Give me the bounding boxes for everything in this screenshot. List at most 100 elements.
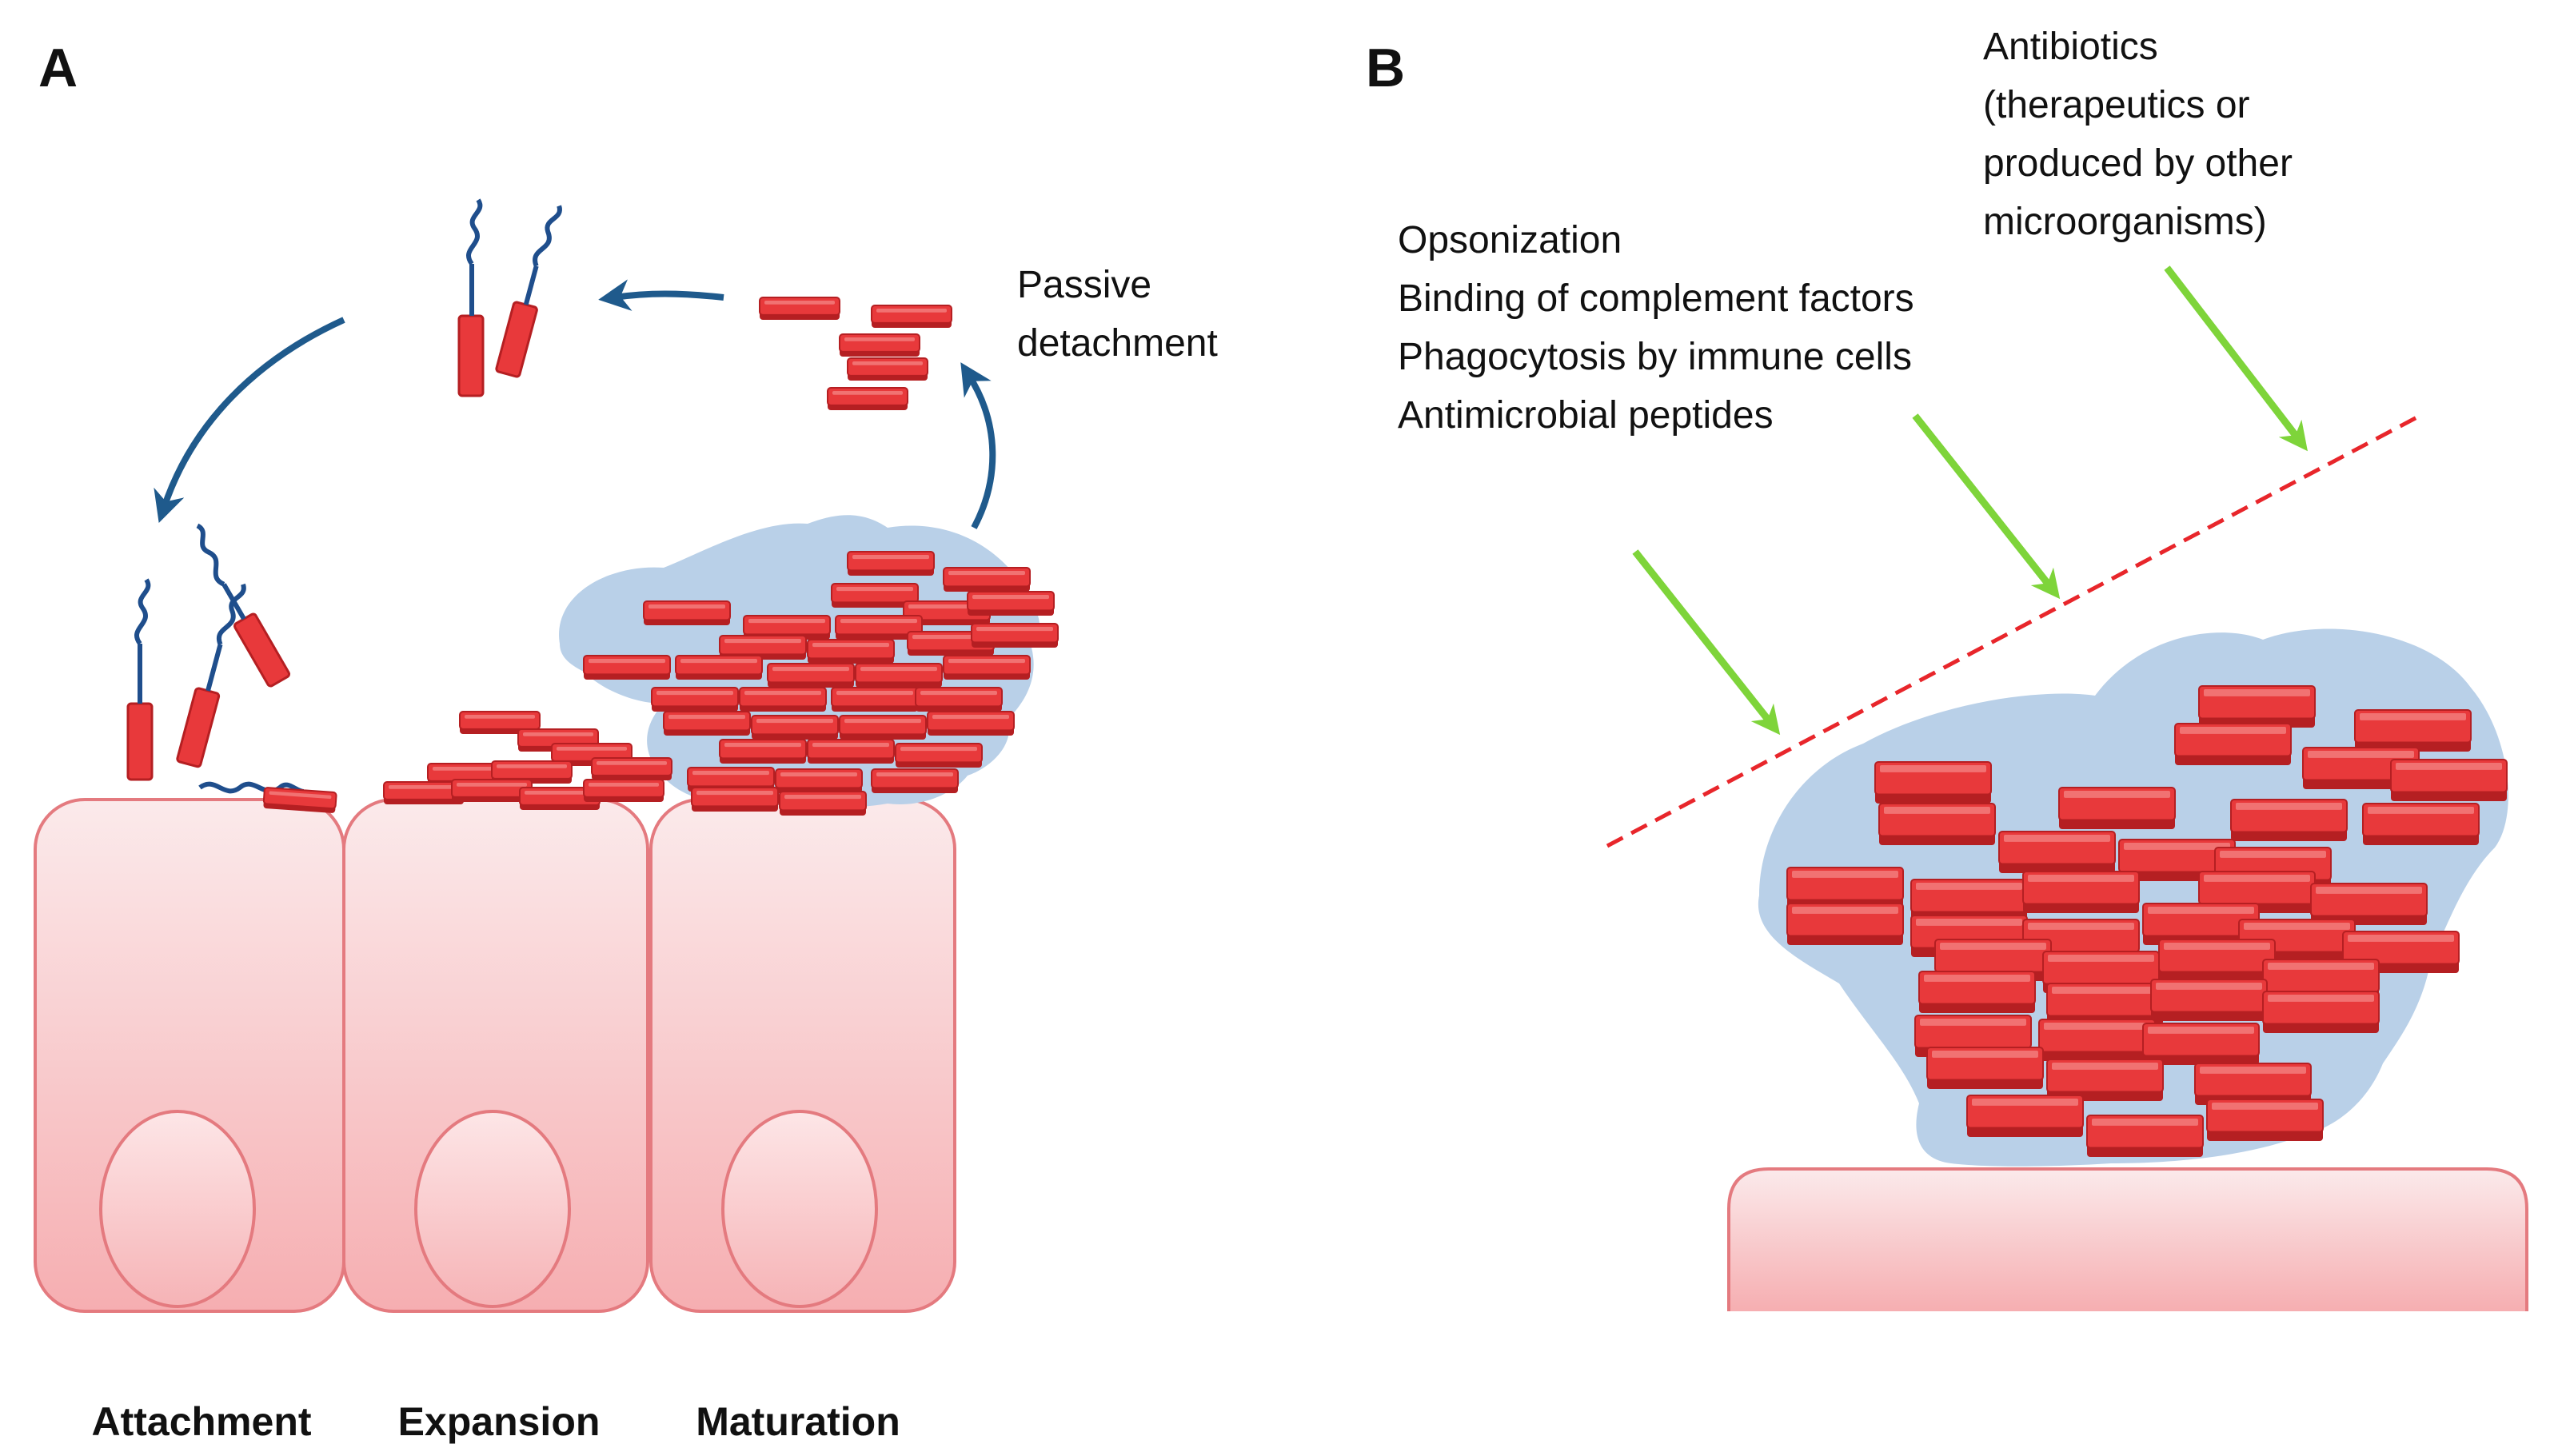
bacterium [839, 333, 920, 357]
bacterium [2142, 1023, 2260, 1065]
bacterium [1966, 1095, 2084, 1137]
bacterium [1874, 761, 1992, 804]
host-cell-attachment [34, 798, 345, 1313]
bacterium [779, 791, 867, 816]
panel-a: A [34, 38, 1218, 1444]
bacterium [2150, 979, 2268, 1021]
bacterium [835, 615, 923, 640]
appendage [198, 781, 305, 794]
bacterium [2206, 1099, 2324, 1141]
bacterium [1998, 831, 2116, 873]
substratum-cell [1727, 1167, 2528, 1311]
planktonic-cell [176, 583, 246, 768]
bacterium [967, 591, 1055, 616]
passive-detachment-label-1: Passive [1017, 264, 1151, 306]
bacterium [1926, 1047, 2044, 1089]
bacterium [719, 739, 807, 764]
bacterium [2086, 1115, 2204, 1157]
nucleus [99, 1110, 256, 1308]
planktonic-cell [457, 198, 485, 397]
bacterium [2046, 1059, 2164, 1101]
bacterium [451, 779, 533, 802]
stage-label-attachment: Attachment [91, 1399, 311, 1444]
host-cell-maturation [649, 798, 956, 1313]
bacterium [839, 715, 927, 740]
antibiotics-label-4: microorganisms) [1983, 201, 2267, 243]
host-defense-peptides: Antimicrobial peptides [1398, 394, 1774, 437]
bacterium [2022, 871, 2140, 913]
bacteria-group-panel-b [1786, 685, 2508, 1157]
bacterium [2230, 799, 2348, 841]
antibiotics-label-2: (therapeutics or [1983, 84, 2250, 126]
barrier-line [1606, 412, 2424, 848]
cycle-arrow-detach [960, 362, 996, 529]
bacterium [2158, 939, 2276, 981]
bacterium [847, 357, 928, 381]
bacterium [1918, 971, 2036, 1013]
bacterium [643, 600, 731, 625]
antibiotics-label-1: Antibiotics [1983, 26, 2158, 68]
bacterium [767, 663, 855, 688]
planktonic-cell [495, 205, 562, 378]
bacterium [591, 757, 672, 780]
planktonic-cell [126, 578, 154, 781]
bacterium [2038, 1019, 2156, 1061]
stage-label-expansion: Expansion [398, 1399, 601, 1444]
bacterium [895, 743, 983, 768]
bacterium [807, 639, 895, 664]
bacterium [1910, 879, 2028, 921]
bacterium [2390, 759, 2508, 801]
passive-detachment-label-2: detachment [1017, 322, 1218, 365]
bacterium [2262, 991, 2380, 1033]
host-defense-opsonization: Opsonization [1398, 219, 1622, 261]
host-defense-phagocytosis: Phagocytosis by immune cells [1398, 336, 1912, 378]
bacterium [871, 305, 952, 328]
bacterium [663, 711, 751, 736]
bacterium [927, 711, 1015, 736]
bacterium [871, 768, 959, 793]
panel-b: B Opsonization Binding of complement fac… [1366, 26, 2528, 1311]
cycle-arrow-reattach [154, 317, 345, 523]
bacterium [2058, 787, 2176, 829]
bacterium [739, 687, 827, 712]
bacterium [2354, 709, 2472, 752]
bacterium [855, 663, 943, 688]
cycle-arrow-disperse [598, 279, 724, 311]
bacterium [2362, 803, 2480, 845]
host-cell-expansion [342, 798, 649, 1313]
bacterium [719, 635, 807, 660]
host-defense-arrow [1632, 549, 1781, 736]
bacterium [831, 687, 919, 712]
bacterium [827, 387, 908, 410]
bacterium [943, 655, 1031, 680]
bacterium [651, 687, 739, 712]
nucleus [414, 1110, 571, 1308]
bacterium [2046, 983, 2164, 1025]
bacterium [2142, 903, 2260, 945]
bacterium [383, 781, 465, 804]
bacterium [583, 779, 664, 802]
bacterium [775, 768, 863, 793]
antibiotics-label-3: produced by other [1983, 142, 2293, 185]
bacterium [2174, 723, 2292, 765]
bacterium [2194, 1063, 2312, 1105]
host-defense-arrow [1912, 413, 2061, 600]
bacterium [915, 687, 1003, 712]
bacterium [2310, 883, 2428, 925]
bacteria-group-panel-a [262, 297, 1059, 816]
antibiotics-arrow [2164, 265, 2308, 452]
bacterium [847, 551, 935, 576]
bacterium [759, 297, 840, 320]
planktonic-cell [196, 523, 291, 688]
panel-a-letter: A [38, 38, 78, 98]
bacterium [807, 739, 895, 764]
bacterium [2198, 685, 2316, 728]
bacterium [691, 787, 779, 812]
bacterium [831, 583, 919, 608]
bacterium [675, 655, 763, 680]
stage-label-maturation: Maturation [696, 1399, 900, 1444]
bacterium [583, 655, 671, 680]
bacterium [943, 567, 1031, 592]
panel-b-letter: B [1366, 38, 1405, 98]
